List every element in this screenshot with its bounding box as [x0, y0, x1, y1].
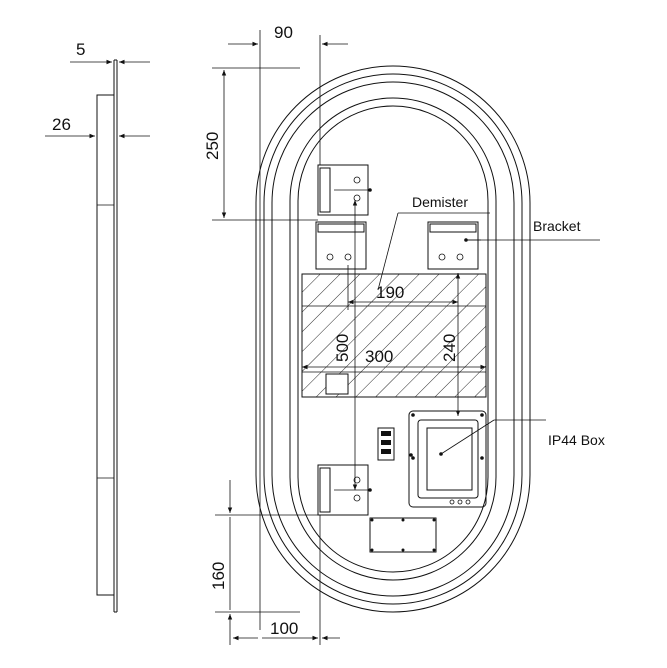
bracket-mid-left	[315, 221, 367, 270]
dim-label-240: 240	[440, 334, 459, 362]
side-view: 5 26	[45, 40, 150, 613]
label-demister: Demister	[412, 194, 468, 210]
dim-label-26: 26	[52, 115, 71, 134]
label-ip44-box: IP44 Box	[548, 432, 605, 448]
bottom-panel	[369, 517, 437, 553]
switch-connector	[377, 427, 413, 461]
bracket-bottom-left	[317, 464, 372, 516]
dim-label-500: 500	[333, 334, 352, 362]
label-bracket: Bracket	[533, 218, 581, 234]
bracket-top-left	[317, 164, 372, 216]
dim-label-160: 160	[209, 562, 228, 590]
dim-label-190: 190	[376, 283, 404, 302]
dim-side-body: 26	[45, 115, 150, 139]
dim-label-90: 90	[274, 23, 293, 42]
mirror-outline	[255, 65, 531, 613]
front-view: 190 300 500 240 90 250 160 100 Demiste	[203, 23, 605, 645]
ip44-box	[408, 410, 487, 508]
bracket-mid-right	[427, 221, 481, 270]
dim-label-300: 300	[365, 347, 393, 366]
dim-side-top: 5	[70, 40, 150, 65]
dim-label-5: 5	[76, 40, 85, 59]
side-profile-body	[96, 94, 115, 596]
dim-label-250: 250	[203, 132, 222, 160]
dim-label-100: 100	[270, 619, 298, 638]
